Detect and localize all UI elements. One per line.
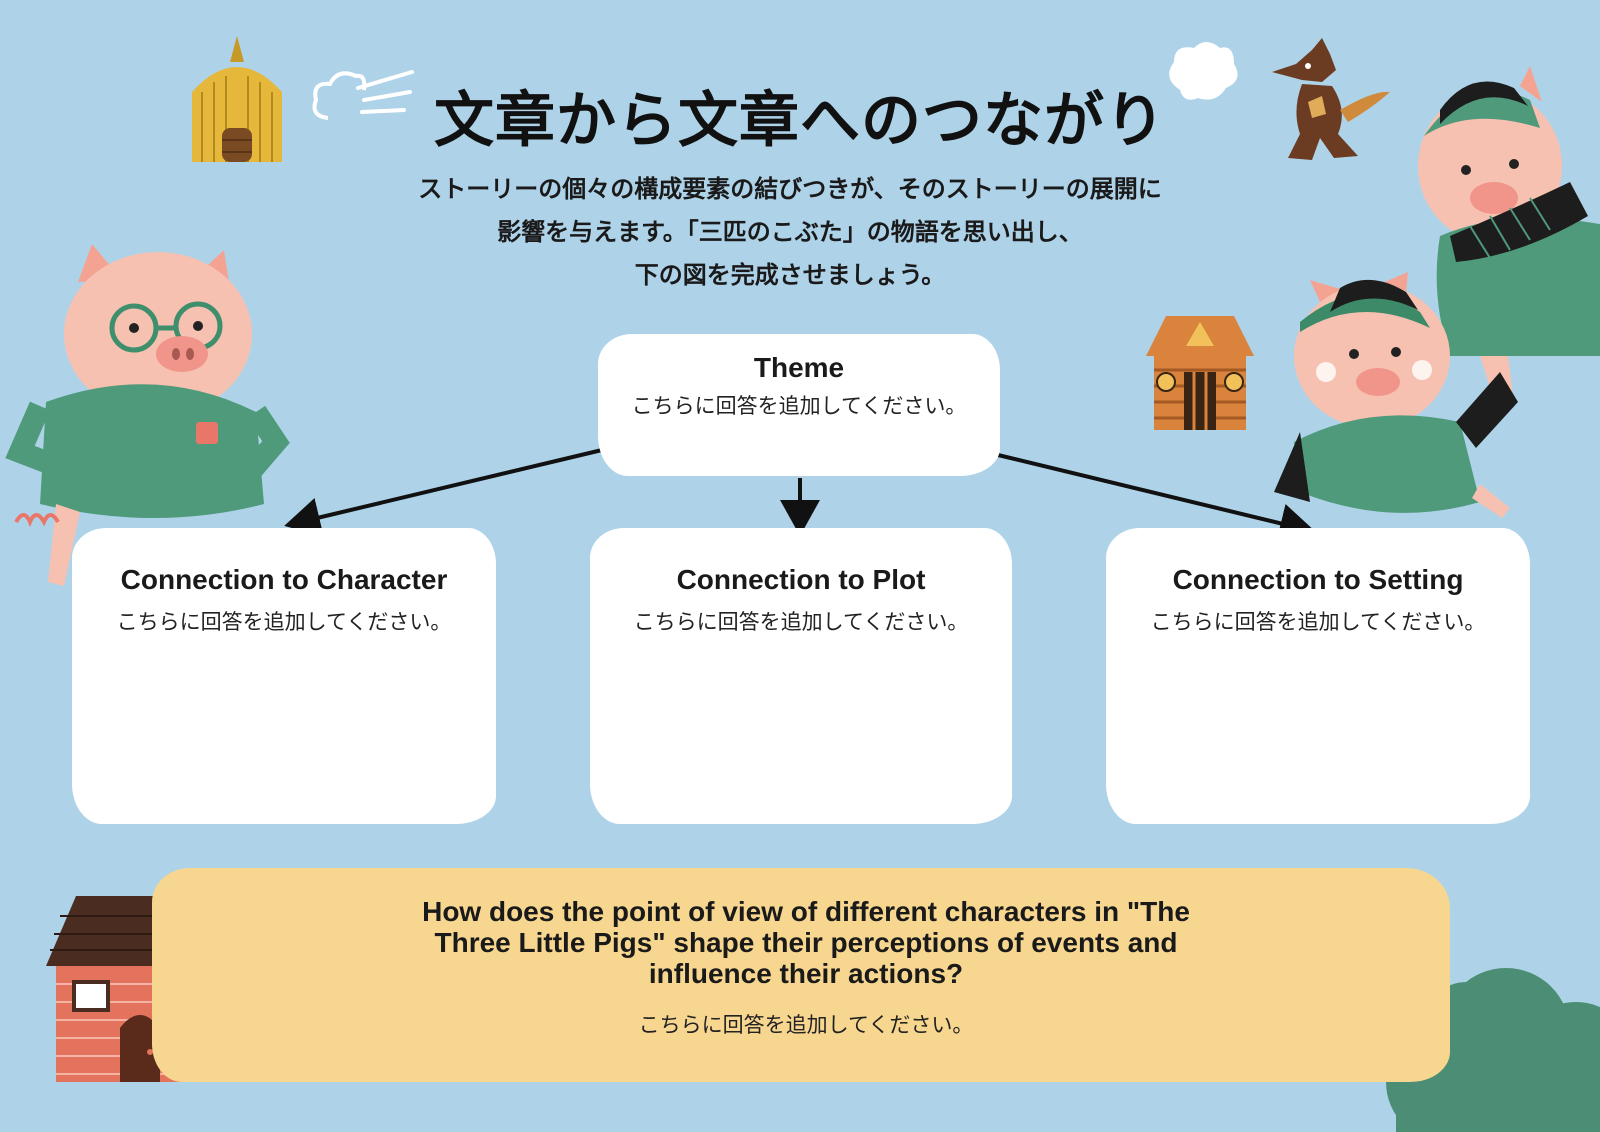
instructions: ストーリーの個々の構成要素の結びつきが、そのストーリーの展開に 影響を与えます。… (330, 168, 1250, 297)
instructions-line-3: 下の図を完成させましょう。 (634, 261, 946, 289)
pig-with-hat-icon (1418, 66, 1600, 406)
question-text: How does the point of view of different … (422, 896, 1190, 989)
instructions-line-1: ストーリーの個々の構成要素の結びつきが、そのストーリーの展開に (418, 175, 1162, 203)
page-title: 文章から文章へのつながり (434, 86, 1166, 156)
wind-gust-icon (312, 70, 414, 120)
plot-connection-label: Connection to Plot (676, 564, 926, 595)
setting-connection-answer-field[interactable]: こちらに回答を追加してください。 (1150, 610, 1486, 634)
straw-house-icon (192, 36, 282, 162)
character-connection-answer-field[interactable]: こちらに回答を追加してください。 (116, 610, 452, 634)
question-answer-field[interactable]: こちらに回答を追加してください。 (638, 1013, 974, 1037)
pig-with-glasses-icon (5, 244, 290, 586)
question-box[interactable]: How does the point of view of different … (152, 868, 1450, 1082)
arrow-to-setting (997, 453, 1316, 543)
setting-connection-box[interactable]: Connection to Setting こちらに回答を追加してください。 (1106, 528, 1530, 824)
arrow-to-character (284, 448, 603, 537)
wolf-blowing-icon (1169, 38, 1390, 160)
wood-house-icon (1146, 316, 1254, 430)
instructions-line-2: 影響を与えます。「三匹のこぶた」の物語を思い出し、 (497, 218, 1083, 246)
pig-with-cap-icon (1274, 272, 1518, 518)
character-connection-label: Connection to Character (120, 564, 448, 595)
theme-label: Theme (753, 352, 845, 383)
theme-box[interactable]: Theme こちらに回答を追加してください。 (598, 334, 1000, 476)
plot-connection-answer-field[interactable]: こちらに回答を追加してください。 (633, 610, 969, 634)
setting-connection-label: Connection to Setting (1172, 564, 1464, 595)
theme-answer-field[interactable]: こちらに回答を追加してください。 (631, 394, 967, 418)
plot-connection-box[interactable]: Connection to Plot こちらに回答を追加してください。 (590, 528, 1012, 824)
character-connection-box[interactable]: Connection to Character こちらに回答を追加してください。 (72, 528, 496, 824)
